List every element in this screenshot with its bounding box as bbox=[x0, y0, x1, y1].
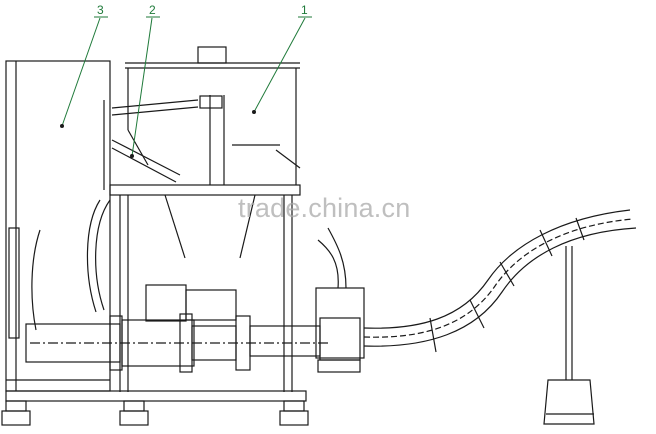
callout-leaders bbox=[61, 16, 312, 157]
pump-assembly bbox=[25, 284, 330, 373]
conveyor-chute bbox=[363, 209, 637, 353]
leader-dot-2 bbox=[130, 154, 134, 158]
valve-block bbox=[315, 227, 365, 373]
feed-tube-part-2 bbox=[103, 99, 199, 190]
chute-support bbox=[543, 246, 595, 425]
callout-label-1: 1 bbox=[301, 3, 308, 17]
callout-label-2: 2 bbox=[149, 3, 156, 17]
watermark-text: trade.china.cn bbox=[238, 193, 411, 223]
frame-platform bbox=[109, 184, 301, 392]
hopper-part-1 bbox=[125, 46, 301, 185]
cabinet-part-3 bbox=[5, 60, 111, 392]
callout-label-3: 3 bbox=[97, 3, 104, 17]
leader-dot-3 bbox=[60, 124, 64, 128]
hose-left bbox=[31, 199, 111, 331]
machine-base bbox=[1, 390, 309, 426]
leader-dot-1 bbox=[252, 110, 256, 114]
